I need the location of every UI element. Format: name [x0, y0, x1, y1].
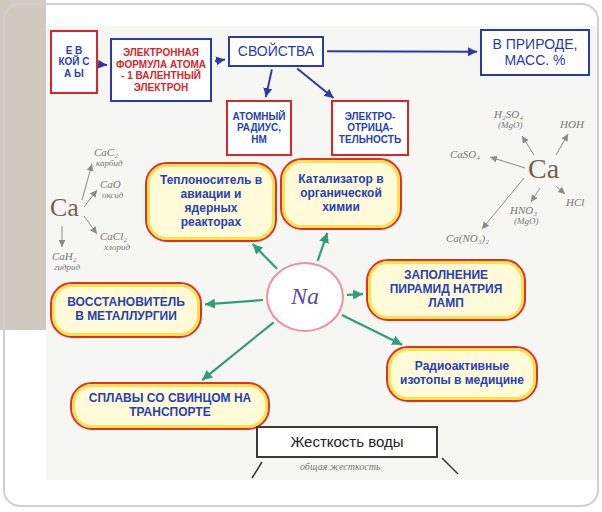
pencil-note: общая жесткость	[300, 461, 381, 472]
element-symbol: Ca	[528, 154, 559, 185]
element-symbol: Ca	[50, 194, 79, 223]
arrow-connector	[297, 68, 333, 98]
arrow-connector	[318, 233, 328, 261]
property-box: АТОМНЫЙ РАДИУС, НМ	[226, 100, 292, 156]
node-text: СВОЙСТВА	[236, 43, 316, 59]
pencil-note: карбид	[96, 159, 123, 169]
arrow-connector	[215, 59, 225, 61]
leader-line	[556, 134, 568, 155]
cut-box: Е В КОЙ С А Ы	[50, 30, 98, 94]
pencil-note: (MgO)	[514, 217, 539, 227]
center-circle: Na	[266, 262, 344, 332]
node-text: Е В КОЙ С А Ы	[56, 45, 92, 80]
info-box: В ПРИРОДЕ, МАСС. %	[480, 29, 590, 76]
property-box: ЭЛЕКТРО- ОТРИЦА- ТЕЛЬНОСТЬ	[331, 100, 409, 156]
leader-line	[556, 186, 565, 194]
use-cloud: Теплоноситель в авиации и ядерных реакто…	[145, 162, 277, 242]
pencil-note: CaSO₄	[450, 148, 480, 160]
node-text: В ПРИРОДЕ, МАСС. %	[488, 36, 582, 68]
pencil-note: хлорид	[104, 243, 130, 253]
node-text: Теплоноситель в авиации и ядерных реакто…	[157, 174, 265, 229]
node-text: ЭЛЕКТРОННАЯ ФОРМУЛА АТОМА - 1 ВАЛЕНТНЫЙ …	[116, 47, 206, 93]
card-frame	[4, 4, 598, 506]
pencil-note: CaO	[100, 178, 121, 190]
heading-box: СВОЙСТВА	[228, 36, 324, 67]
use-cloud: ВОССТАНОВИТЕЛЬ В МЕТАЛЛУРГИИ	[50, 282, 202, 338]
node-text: Радиоактивные изотопы в медицине	[398, 360, 526, 388]
node-text: ВОССТАНОВИТЕЛЬ В МЕТАЛЛУРГИИ	[62, 296, 190, 324]
pencil-leaders	[62, 134, 568, 247]
pencil-note: H₂SO₄	[494, 108, 523, 120]
pencil-note: (MgO)	[498, 121, 523, 131]
arrow-connector	[101, 64, 107, 67]
use-cloud: СПЛАВЫ СО СВИНЦОМ НА ТРАНСПОРТЕ	[70, 382, 270, 430]
pencil-note: HNO₃	[510, 204, 537, 216]
leader-line	[82, 164, 92, 200]
branch-line	[442, 458, 458, 474]
info-box: ЭЛЕКТРОННАЯ ФОРМУЛА АТОМА - 1 ВАЛЕНТНЫЙ …	[110, 38, 212, 102]
use-cloud: Катализатор в органической химии	[280, 158, 402, 230]
leader-line	[490, 157, 525, 168]
leader-line	[84, 190, 97, 207]
paper-photo	[46, 26, 597, 480]
topic-box: Жесткость воды	[256, 426, 438, 458]
branch-line	[252, 462, 262, 478]
pencil-note: CaH₂	[52, 250, 77, 262]
leader-line	[62, 226, 63, 247]
water-hardness-arrows	[252, 458, 458, 478]
leader-line	[522, 136, 534, 155]
pencil-note: HOH	[560, 118, 584, 130]
node-text: Na	[272, 283, 338, 311]
node-text: ЭЛЕКТРО- ОТРИЦА- ТЕЛЬНОСТЬ	[337, 111, 403, 146]
node-text: АТОМНЫЙ РАДИУС, НМ	[232, 111, 286, 146]
node-text: ЗАПОЛНЕНИЕ ПИРАМИД НАТРИЯ ЛАМП	[378, 269, 514, 310]
node-text: СПЛАВЫ СО СВИНЦОМ НА ТРАНСПОРТЕ	[82, 392, 258, 420]
pencil-note: оксид	[102, 191, 123, 201]
arrow-connector	[205, 300, 263, 304]
pencil-note: CaC₂	[94, 146, 118, 158]
node-text: Жесткость воды	[266, 433, 428, 450]
photo-strip	[0, 0, 46, 330]
arrow-connector	[266, 69, 272, 97]
arrow-connector	[202, 322, 274, 380]
arrow-connector	[347, 293, 363, 296]
arrow-connector	[253, 244, 277, 269]
leader-line	[84, 216, 97, 234]
pencil-note: HCl	[566, 196, 584, 208]
use-cloud: Радиоактивные изотопы в медицине	[386, 346, 538, 402]
pencil-note: CaCl₂	[100, 230, 127, 242]
arrow-connector	[327, 50, 477, 53]
pencil-note: гидрид	[54, 263, 80, 273]
use-cloud: ЗАПОЛНЕНИЕ ПИРАМИД НАТРИЯ ЛАМП	[366, 259, 526, 321]
node-text: Катализатор в органической химии	[292, 173, 390, 214]
pencil-note: Ca(NO₃)₂	[446, 232, 489, 244]
leader-line	[531, 188, 540, 202]
